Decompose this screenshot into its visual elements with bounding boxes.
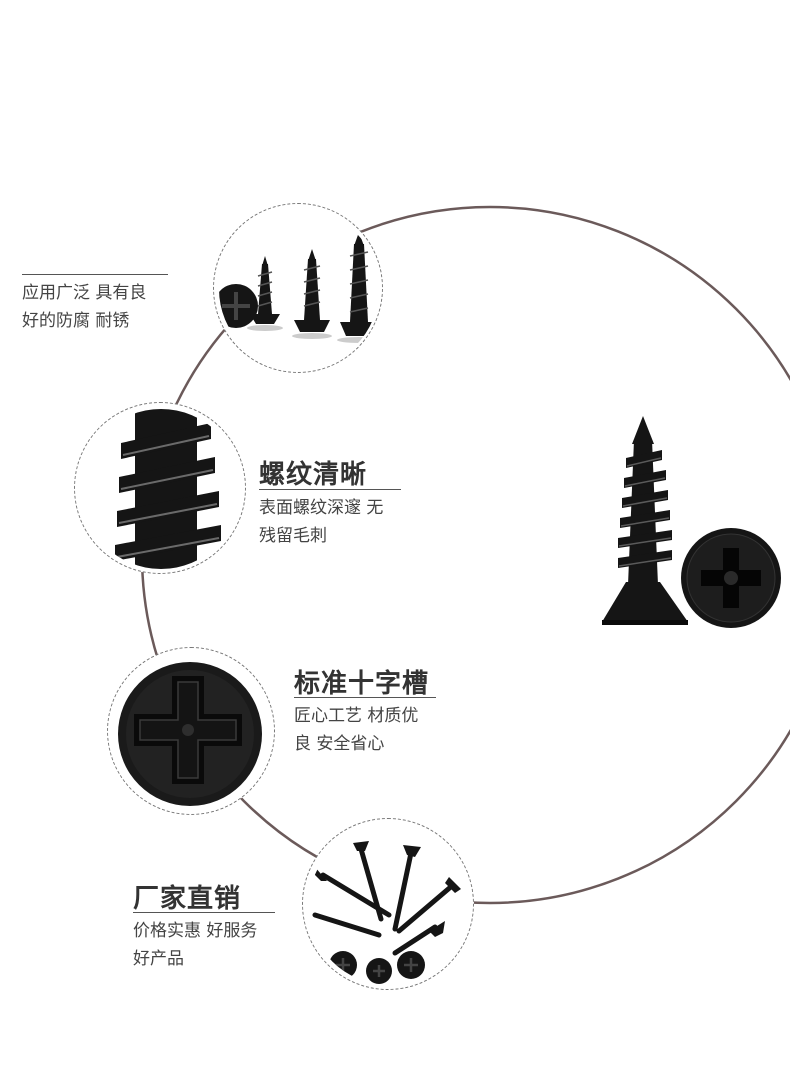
factory-direct-rule — [133, 912, 275, 913]
clear-thread-rule — [259, 489, 401, 490]
factory-direct-line-2: 好产品 — [133, 949, 184, 969]
clear-thread-line-1: 表面螺纹深邃 无 — [259, 498, 384, 518]
cross-slot-line-2: 良 安全省心 — [294, 734, 385, 754]
hero-screw-image — [596, 410, 786, 636]
thread-closeup-photo — [74, 402, 246, 574]
clear-thread-line-2: 残留毛刺 — [259, 526, 327, 546]
factory-direct-line-1: 价格实惠 好服务 — [133, 921, 258, 941]
factory-direct-title: 厂家直销 — [133, 884, 242, 914]
screw-pile-photo — [302, 818, 474, 990]
factory-direct-description: 价格实惠 好服务 好产品 — [133, 917, 257, 973]
screw-sizes-photo — [213, 203, 383, 373]
cross-slot-description: 匠心工艺 材质优 良 安全省心 — [294, 702, 418, 758]
cross-slot-line-1: 匠心工艺 材质优 — [294, 706, 419, 726]
cross-slot-rule — [294, 697, 436, 698]
clear-thread-description: 表面螺纹深邃 无 残留毛刺 — [259, 494, 383, 550]
wide-use-rule — [22, 274, 168, 275]
wide-use-description: 应用广泛 具有良 好的防腐 耐锈 — [22, 279, 146, 335]
cross-slot-title: 标准十字槽 — [294, 669, 430, 699]
wide-use-line-1: 应用广泛 具有良 — [22, 283, 147, 303]
cross-slot-photo — [107, 647, 275, 815]
wide-use-line-2: 好的防腐 耐锈 — [22, 311, 130, 331]
clear-thread-title: 螺纹清晰 — [259, 460, 368, 490]
